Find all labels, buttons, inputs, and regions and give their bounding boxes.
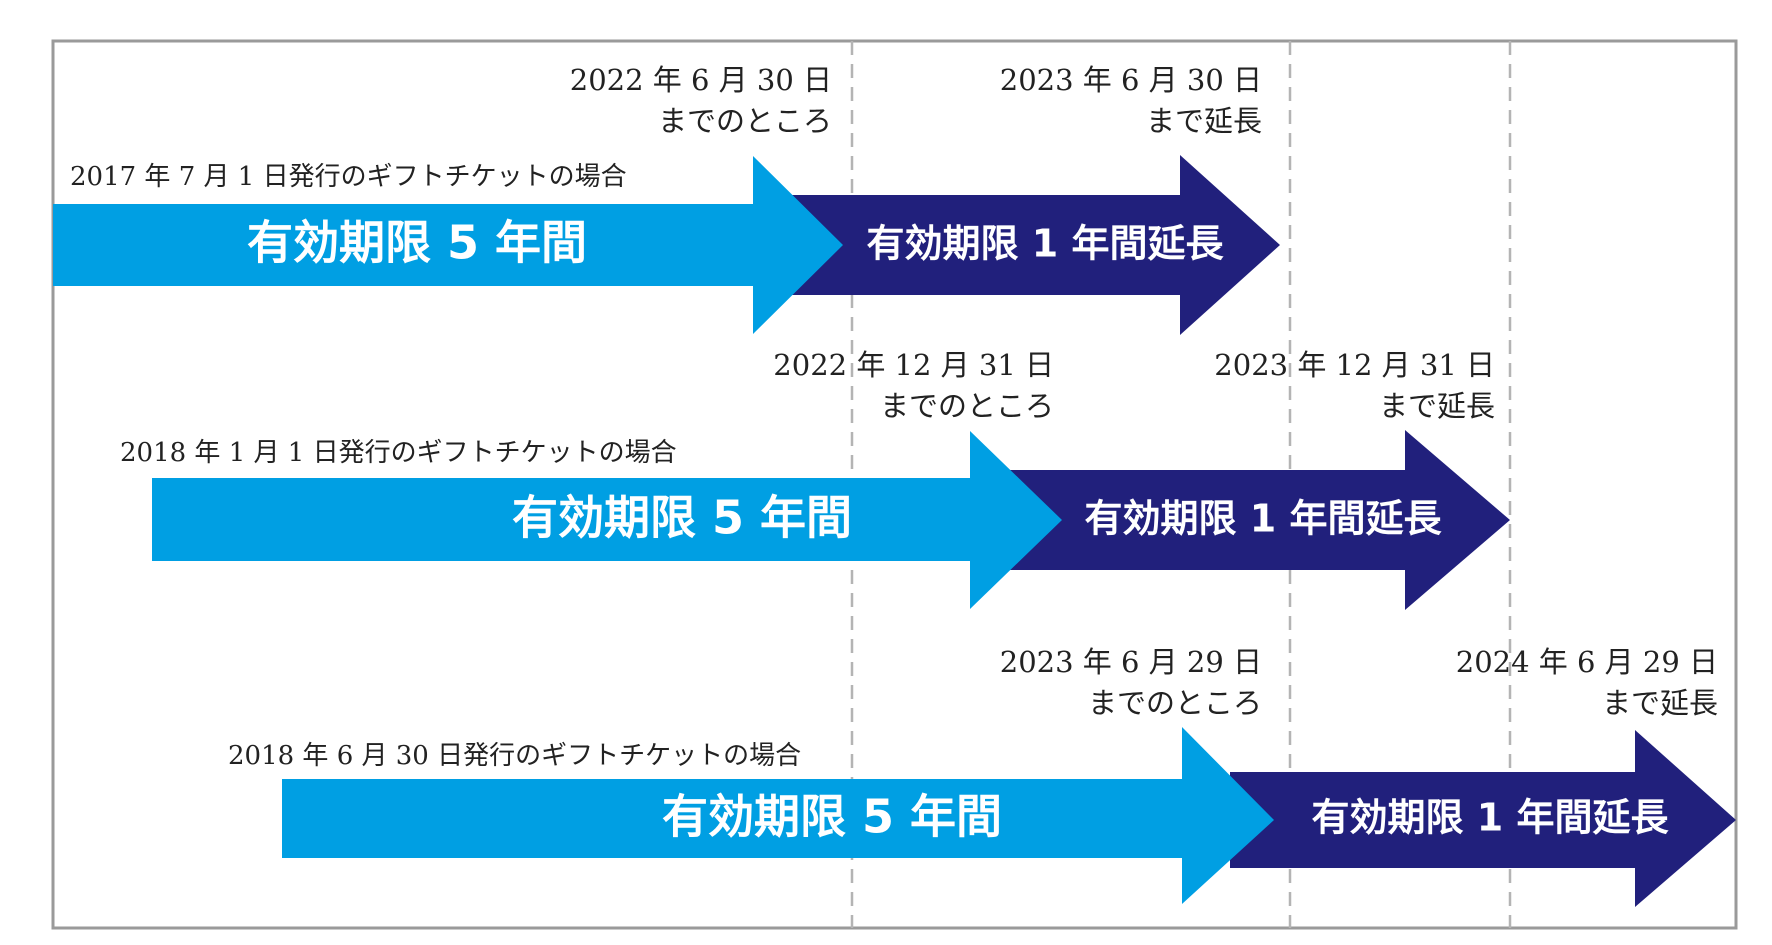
extension-arrow bbox=[1000, 430, 1510, 610]
original-expiry-date: 2022 年 6 月 30 日 bbox=[570, 63, 832, 97]
extension-arrow bbox=[780, 155, 1280, 335]
extension-arrow bbox=[1230, 730, 1736, 907]
primary-arrow-label: 有効期限 5 年間 bbox=[512, 491, 852, 545]
extended-expiry-note: まで延長 bbox=[1146, 104, 1262, 138]
issue-label: 2017 年 7 月 1 日発行のギフトチケットの場合 bbox=[70, 162, 627, 192]
extended-expiry-date: 2024 年 6 月 29 日 bbox=[1456, 645, 1718, 679]
row-2017-07-01: 有効期限 5 年間 有効期限 1 年間延長 2017 年 7 月 1 日発行のギ… bbox=[53, 63, 1280, 335]
extension-arrow-label: 有効期限 1 年間延長 bbox=[1312, 796, 1670, 840]
issue-label: 2018 年 1 月 1 日発行のギフトチケットの場合 bbox=[120, 438, 677, 468]
primary-arrow-label: 有効期限 5 年間 bbox=[662, 790, 1002, 844]
original-expiry-note: までのところ bbox=[1088, 686, 1262, 720]
primary-arrow bbox=[152, 431, 1062, 609]
original-expiry-note: までのところ bbox=[658, 104, 832, 138]
primary-arrow bbox=[282, 727, 1274, 904]
row-2018-06-30: 有効期限 5 年間 有効期限 1 年間延長 2018 年 6 月 30 日発行の… bbox=[228, 645, 1736, 907]
extended-expiry-note: まで延長 bbox=[1602, 686, 1718, 720]
extension-arrow-label: 有効期限 1 年間延長 bbox=[867, 222, 1225, 266]
diagram-frame bbox=[51, 39, 1738, 930]
original-expiry-date: 2022 年 12 月 31 日 bbox=[773, 348, 1054, 382]
original-expiry-date: 2023 年 6 月 29 日 bbox=[1000, 645, 1262, 679]
row-2018-01-01: 有効期限 5 年間 有効期限 1 年間延長 2018 年 1 月 1 日発行のギ… bbox=[120, 348, 1510, 610]
extended-expiry-note: まで延長 bbox=[1379, 389, 1495, 423]
original-expiry-note: までのところ bbox=[880, 389, 1054, 423]
extended-expiry-date: 2023 年 12 月 31 日 bbox=[1214, 348, 1495, 382]
primary-arrow bbox=[53, 156, 843, 334]
primary-arrow-label: 有効期限 5 年間 bbox=[247, 216, 587, 270]
extended-expiry-date: 2023 年 6 月 30 日 bbox=[1000, 63, 1262, 97]
issue-label: 2018 年 6 月 30 日発行のギフトチケットの場合 bbox=[228, 741, 801, 771]
extension-arrow-label: 有効期限 1 年間延長 bbox=[1085, 497, 1443, 541]
